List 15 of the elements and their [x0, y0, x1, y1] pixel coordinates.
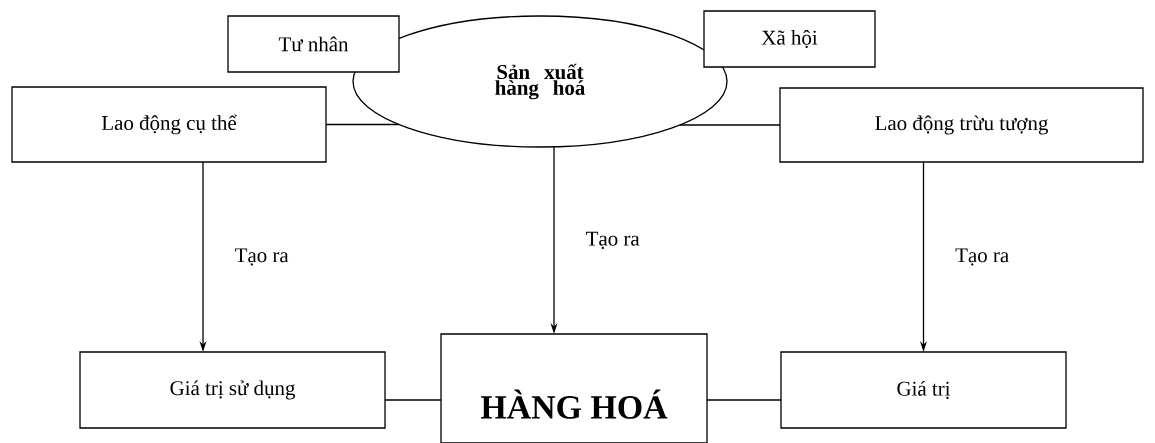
connector-line: [384, 399, 442, 401]
box: Giá trị sử dụng: [79, 351, 386, 429]
box: Giá trị: [780, 351, 1067, 429]
edge-label: Tạo ra: [584, 230, 641, 250]
edge-label: Tạo ra: [233, 247, 290, 267]
connector-line: [325, 123, 400, 126]
box: Lao động cụ thể: [11, 86, 327, 163]
ellipse-node: Sản xuất hàng hoá: [352, 15, 728, 148]
connector-line: [679, 124, 781, 126]
box: HÀNG HOÁ: [440, 333, 708, 443]
connector-line: [706, 399, 782, 401]
box: Xã hội: [703, 10, 876, 68]
box: Lao động trừu tượng: [779, 87, 1144, 163]
edge-label: Tạo ra: [954, 247, 1011, 267]
box: Tư nhân: [227, 15, 400, 73]
